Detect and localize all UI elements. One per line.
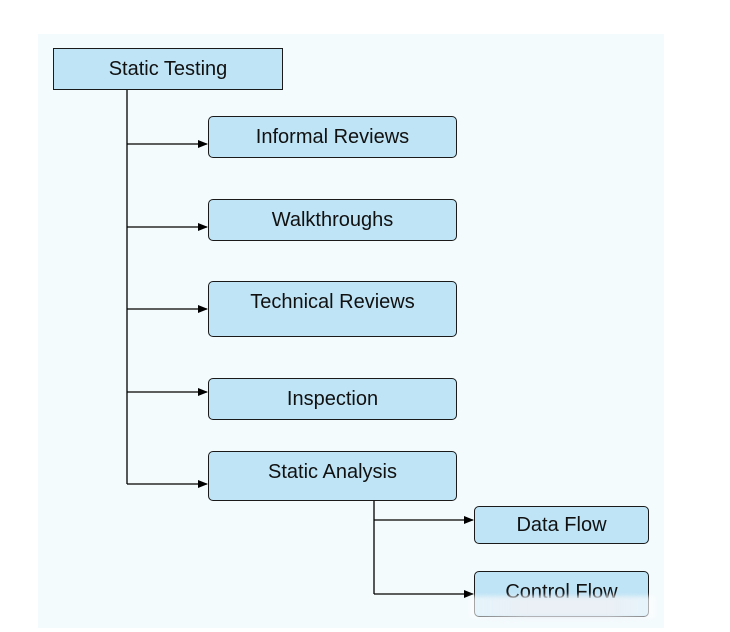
data-flow-node: Data Flow (474, 506, 649, 544)
walkthroughs-label: Walkthroughs (271, 208, 394, 231)
static-analysis-node: Static Analysis (208, 451, 457, 501)
inspection-node: Inspection (208, 378, 457, 420)
data-flow-label: Data Flow (516, 513, 607, 536)
technical-reviews-node: Technical Reviews (208, 281, 457, 337)
informal-reviews-label: Informal Reviews (255, 125, 410, 148)
informal-reviews-node: Informal Reviews (208, 116, 457, 158)
static-testing-node: Static Testing (53, 48, 283, 90)
watermark-blur-overlay (470, 596, 655, 618)
walkthroughs-node: Walkthroughs (208, 199, 457, 241)
technical-reviews-label: Technical Reviews (250, 291, 415, 313)
inspection-label: Inspection (286, 387, 379, 410)
static-testing-label: Static Testing (108, 57, 228, 80)
static-analysis-label: Static Analysis (268, 461, 397, 483)
